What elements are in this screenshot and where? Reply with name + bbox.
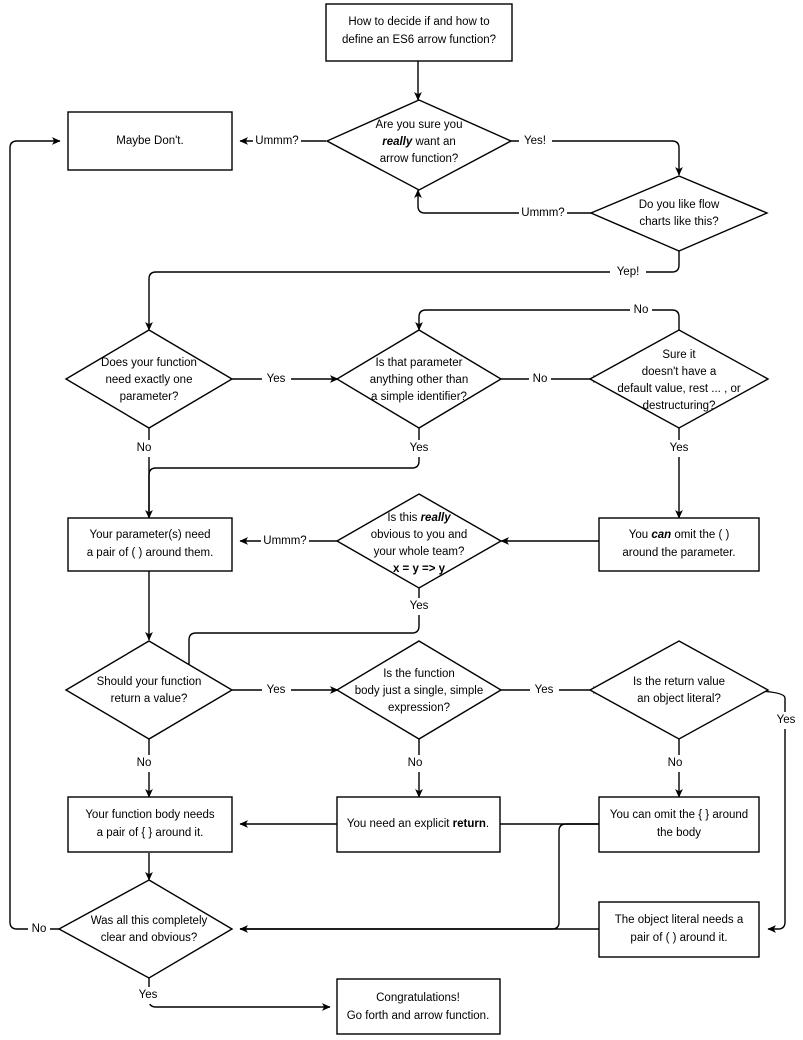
edge-label-returnvalue-yes: Yes [267, 684, 286, 696]
node-explicitret-emphasis: return [453, 818, 486, 830]
edge-label-clear-no: No [32, 923, 47, 935]
node-object-literal-parens[interactable]: The object literal needs a pair of ( ) a… [598, 901, 760, 958]
node-sureit-line-0: Sure it [662, 349, 696, 361]
node-body-needs-braces[interactable]: Your function body needs a pair of { } a… [67, 796, 233, 853]
node-object-literal[interactable]: Is the return value an object literal? [588, 640, 770, 740]
node-sure-emphasis: really [382, 136, 413, 148]
node-start[interactable]: How to decide if and how to define an ES… [325, 3, 513, 62]
node-obvious-line-1: obvious to you and [371, 529, 468, 541]
node-singleexpr-line-2: expression? [388, 702, 450, 714]
edge-flowcharts-to-sure [414, 189, 592, 214]
node-sureit-line-3: destructuring? [643, 400, 716, 412]
node-clear-line-0: Was all this completely [91, 915, 208, 927]
node-objliteral-line-1: an object literal? [637, 693, 721, 705]
node-objliteral-line-0: Is the return value [633, 676, 725, 688]
node-canomit-line-1: around the parameter. [622, 547, 735, 559]
edge-label-returnvalue-no: No [137, 757, 152, 769]
edge-simpleident-to-needparens [148, 428, 420, 518]
node-oneparam-line-1: need exactly one [106, 374, 193, 386]
edge-label-singleexpr-yes: Yes [535, 684, 554, 696]
edge-label-objliteral-yes: Yes [777, 714, 796, 726]
node-single-expression[interactable]: Is the function body just a single, simp… [335, 640, 503, 740]
node-singleexpr-line-1: body just a single, simple [355, 685, 483, 697]
node-objparens-line-1: pair of ( ) around it. [630, 932, 727, 944]
node-maybe-dont[interactable]: Maybe Don't. [67, 111, 233, 171]
edge-label-clear-yes: Yes [139, 989, 158, 1001]
edge-label-flowcharts-yep: Yep! [617, 266, 640, 278]
node-singleexpr-line-0: Is the function [383, 668, 455, 680]
node-obvious-line-0: Is this really [387, 512, 451, 524]
edge-obvious-to-returnvalue [185, 588, 420, 678]
node-clear-line-1: clear and obvious? [101, 932, 198, 944]
edge-label-singleexpr-no: No [408, 757, 423, 769]
node-really-obvious[interactable]: Is this really obvious to you and your w… [335, 493, 503, 589]
edge-clear-to-maybe [9, 137, 61, 930]
node-was-it-clear[interactable]: Was all this completely clear and obviou… [57, 879, 234, 979]
edge-clear-to-congrats [148, 978, 331, 1011]
node-needs-one-parameter[interactable]: Does your function need exactly one para… [64, 329, 234, 429]
edge-label-layer: Ummm? Yes! Ummm? Yep! Yes No No Yes No Y… [28, 133, 801, 1004]
node-explicit-return[interactable]: You need an explicit return. [336, 796, 501, 853]
node-sureit-line-2: default value, rest ... , or [617, 383, 741, 395]
node-canomit-emphasis: can [651, 529, 671, 541]
node-sure-line-0: Are you sure you [376, 119, 463, 131]
node-canomit-line-0: You can omit the ( ) [629, 529, 730, 541]
node-omitbraces-line-1: the body [657, 827, 701, 839]
edge-label-obvious-ummm: Ummm? [263, 535, 306, 547]
node-bodybraces-line-0: Your function body needs [85, 809, 215, 821]
edge-sureit-to-simpleident [415, 309, 680, 331]
edge-sure-to-flowcharts [511, 140, 683, 176]
node-needparens-line-1: a pair of ( ) around them. [87, 547, 214, 559]
edge-label-objliteral-no: No [668, 757, 683, 769]
node-objparens-line-0: The object literal needs a [615, 914, 744, 926]
edge-label-sureit-no: No [634, 304, 649, 316]
edge-label-sure-yes: Yes! [524, 135, 546, 147]
node-bodybraces-line-1: a pair of { } around it. [97, 827, 204, 839]
node-obvious-line-2: your whole team? [374, 546, 465, 558]
node-simpleident-line-2: a simple identifier? [371, 391, 467, 403]
node-congrats-line-0: Congratulations! [376, 992, 460, 1004]
node-obvious-code: x = y => y [393, 563, 446, 575]
node-sureit-line-1: doesn't have a [642, 366, 717, 378]
node-parameters-need-parens[interactable]: Your parameter(s) need a pair of ( ) aro… [67, 517, 233, 572]
edge-label-simpleident-no: No [533, 373, 548, 385]
node-start-line-1: define an ES6 arrow function? [342, 34, 496, 46]
node-start-line-0: How to decide if and how to [348, 16, 489, 28]
node-maybe-line-0: Maybe Don't. [116, 135, 183, 147]
edge-label-oneparam-no: No [137, 442, 152, 454]
edge-label-sureit-yes: Yes [670, 442, 689, 454]
edge-label-oneparam-yes: Yes [267, 373, 286, 385]
edge-label-obvious-yes: Yes [410, 600, 429, 612]
node-congratulations[interactable]: Congratulations! Go forth and arrow func… [336, 978, 501, 1035]
node-oneparam-line-2: parameter? [120, 391, 179, 403]
node-oneparam-line-0: Does your function [101, 357, 197, 369]
node-flowcharts-line-1: charts like this? [639, 216, 718, 228]
edge-label-simpleident-yes: Yes [410, 442, 429, 454]
node-explicitret-line-0: You need an explicit return. [347, 818, 489, 830]
edge-flowcharts-to-oneparam [145, 251, 680, 331]
node-simple-identifier[interactable]: Is that parameter anything other than a … [335, 329, 503, 429]
node-omit-braces[interactable]: You can omit the { } around the body [598, 796, 760, 853]
node-needparens-line-0: Your parameter(s) need [89, 529, 210, 541]
node-are-you-sure[interactable]: Are you sure you really want an arrow fu… [325, 99, 513, 191]
node-congrats-line-1: Go forth and arrow function. [347, 1010, 490, 1022]
node-can-omit-parens[interactable]: You can omit the ( ) around the paramete… [598, 517, 760, 572]
node-obvious-emphasis: really [421, 512, 452, 524]
edge-label-sure-ummm: Ummm? [255, 135, 298, 147]
node-like-flowcharts[interactable]: Do you like flow charts like this? [589, 175, 769, 252]
node-sure-line-2: arrow function? [380, 153, 459, 165]
node-sure-line-1: really want an [382, 136, 456, 148]
node-should-return-value[interactable]: Should your function return a value? [64, 640, 234, 740]
node-returnvalue-line-1: return a value? [111, 693, 188, 705]
node-simpleident-line-1: anything other than [370, 374, 468, 386]
node-returnvalue-line-0: Should your function [97, 676, 202, 688]
node-sure-no-default[interactable]: Sure it doesn't have a default value, re… [588, 329, 770, 429]
node-omitbraces-line-0: You can omit the { } around [610, 809, 748, 821]
node-flowcharts-line-0: Do you like flow [639, 199, 720, 211]
node-simpleident-line-0: Is that parameter [376, 357, 463, 369]
edge-label-flowcharts-ummm: Ummm? [521, 207, 564, 219]
